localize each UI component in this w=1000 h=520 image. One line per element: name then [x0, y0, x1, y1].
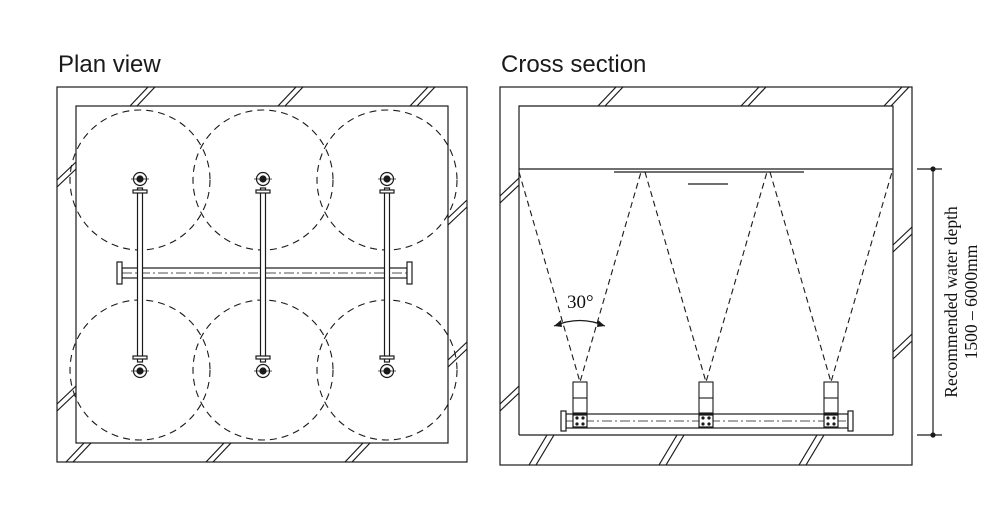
dimension-dot [930, 166, 936, 172]
dimension-dot [930, 432, 936, 438]
spray-cone [518, 171, 642, 384]
nozzle-risers [572, 381, 839, 414]
angle-arrow-right [597, 320, 605, 327]
pipe-flange-right [406, 261, 413, 285]
nozzle-icon [131, 363, 149, 379]
plan-outer-wall [56, 86, 468, 463]
branch-pipe [259, 187, 267, 363]
plan-view-drawing [56, 86, 468, 463]
plan-inner-wall [75, 105, 449, 444]
depth-label-line2: 1500 – 6000mm [961, 244, 981, 359]
nozzle-icon [254, 171, 272, 187]
angle-label: 30° [567, 292, 594, 313]
branch-pipe [383, 187, 391, 363]
pipe-bolts [575, 416, 836, 426]
cross-section-drawing [499, 86, 942, 466]
plan-view-title: Plan view [58, 51, 161, 78]
plan-wall-hatching [56, 86, 468, 463]
plan-branch-pipes [136, 187, 391, 363]
depth-label-line1: Recommended water depth [941, 206, 961, 398]
nozzle-icon [378, 171, 396, 187]
plan-nozzles [131, 171, 396, 379]
depth-dimension [917, 166, 942, 438]
cross-outer-wall [499, 86, 913, 466]
nozzle-icon [378, 363, 396, 379]
cross-wall-hatching [499, 86, 913, 466]
pipe-flange-right [847, 410, 854, 432]
cross-inner-wall [518, 105, 894, 435]
nozzle-icon [131, 171, 149, 187]
nozzle-icon [254, 363, 272, 379]
spray-cones [518, 171, 893, 384]
pipe-flange-left [560, 410, 567, 432]
branch-flanges [132, 189, 395, 360]
branch-pipe [136, 187, 144, 363]
spray-cone [644, 171, 768, 384]
cross-header-pipe [560, 410, 854, 432]
pipe-flange-left [116, 261, 123, 285]
angle-arrow-left [554, 320, 562, 327]
spray-cone [769, 171, 893, 384]
cross-section-title: Cross section [501, 51, 647, 78]
